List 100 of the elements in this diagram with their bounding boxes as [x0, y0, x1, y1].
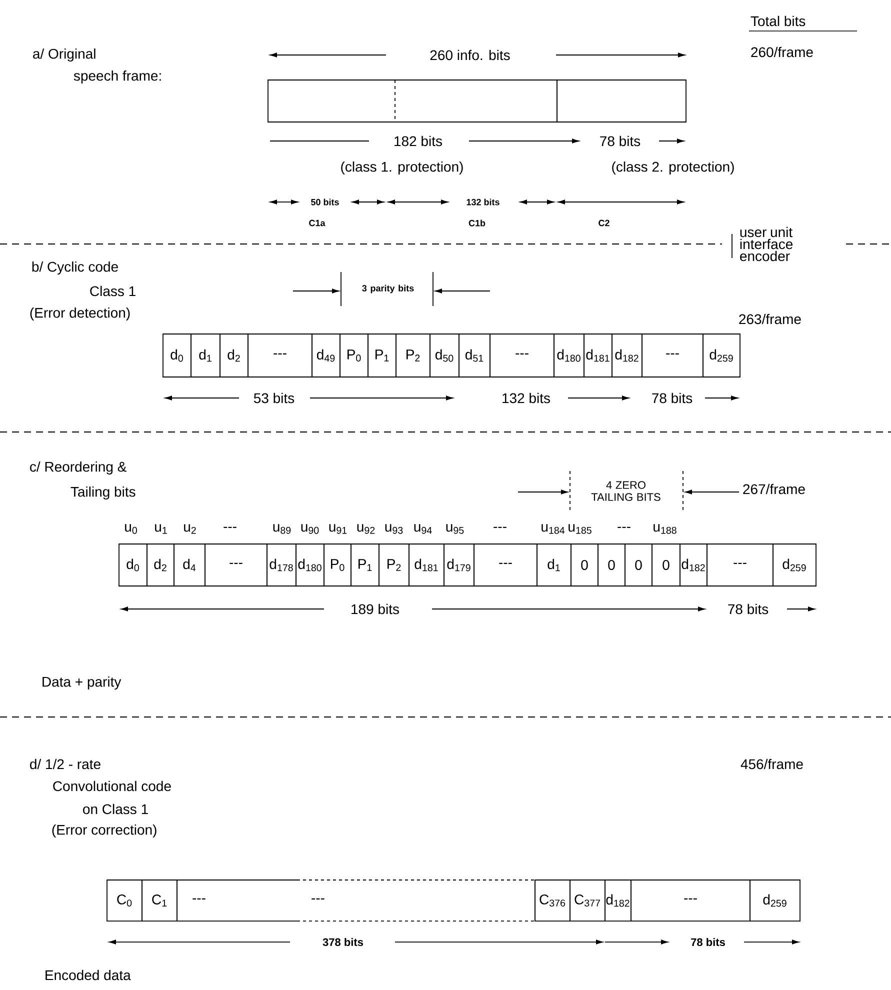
- dimension-label: 50 bits: [311, 198, 339, 206]
- bit-index-label: u$_{0}$: [125, 524, 137, 534]
- section-caption: Data + parity: [42, 676, 122, 690]
- bit-cell: d$_{2}$: [146, 544, 174, 586]
- class-label: C1b: [468, 220, 486, 226]
- frame-total: 267/frame: [743, 484, 805, 494]
- section-heading: Convolutional code: [53, 780, 171, 792]
- bit-cell: 0: [624, 544, 652, 586]
- bit-index-label: ---: [494, 526, 506, 528]
- bit-cell: d$_{259}$: [772, 544, 816, 586]
- bit-cell: d$_{180}$: [296, 544, 324, 586]
- bit-cell: 0: [598, 544, 626, 586]
- frame-segment: [268, 80, 396, 122]
- bit-cell: C$_{1}$: [142, 880, 178, 922]
- section-heading: (Error detection): [30, 307, 130, 321]
- dimension-label: 378 bits: [322, 938, 364, 946]
- bit-index-label: u$_{91}$: [329, 524, 347, 534]
- bit-cell: C$_{376}$: [534, 880, 570, 922]
- bit-index-label: u$_{188}$: [654, 524, 676, 534]
- bit-cell: d$_{259}$: [750, 880, 800, 922]
- section-heading: speech frame:: [74, 70, 161, 84]
- bit-index-label: ---: [618, 526, 630, 528]
- section-heading: on Class 1: [83, 804, 148, 814]
- dimension-label: 260 info. bits: [430, 50, 510, 60]
- dimension-label: 78 bits: [691, 938, 725, 946]
- bit-cell: d$_{51}$: [458, 334, 490, 378]
- dimension-label: 53 bits: [254, 392, 294, 404]
- bit-index-label: u$_{185}$: [568, 524, 592, 534]
- bit-index-label: u$_{93}$: [385, 524, 403, 534]
- dimension-label: 4 ZERO TAILING BITS: [591, 481, 660, 501]
- class-label: C2: [598, 220, 610, 226]
- bit-cell: d$_{259}$: [702, 334, 740, 378]
- bit-cell: ---: [474, 544, 538, 586]
- bit-index-label: u$_{89}$: [273, 524, 291, 534]
- bit-cell: ---: [630, 880, 750, 922]
- bit-cell: 0: [570, 544, 598, 586]
- bit-index-label: ---: [224, 526, 236, 528]
- section-heading: b/ Cyclic code: [32, 261, 118, 275]
- bit-index-label: u$_{1}$: [155, 524, 167, 534]
- section-heading: Tailing bits: [70, 486, 136, 500]
- bit-cell: ---: [248, 334, 312, 378]
- dimension-label: 182 bits: [394, 136, 442, 146]
- bit-cell: d$_{50}$: [430, 334, 460, 378]
- bit-cell: ---: [706, 544, 774, 586]
- bit-cell: --- ---: [176, 880, 536, 922]
- bit-index-label: u$_{94}$: [414, 524, 432, 534]
- bit-cell: d$_{1}$: [536, 544, 572, 586]
- dimension-label: 78 bits: [652, 392, 692, 404]
- bit-cell: d$_{0}$: [162, 334, 192, 378]
- bit-cell: C$_{377}$: [570, 880, 606, 922]
- bit-cell: P$_{0}$: [340, 334, 368, 378]
- bit-cell: ---: [642, 334, 704, 378]
- bit-cell: d$_{182}$: [604, 880, 632, 922]
- bit-cell: d$_{181}$: [584, 334, 612, 378]
- bit-cell: d$_{1}$: [190, 334, 220, 378]
- bit-cell: P$_{1}$: [368, 334, 396, 378]
- frame-segment: [394, 80, 558, 122]
- section-heading: a/ Original: [33, 48, 96, 62]
- dimension-label: 189 bits: [352, 604, 399, 614]
- dimension-label: 3 parity bits: [362, 284, 414, 294]
- section-heading: Class 1: [90, 286, 136, 296]
- bit-cell: ---: [490, 334, 554, 378]
- bit-cell: 0: [652, 544, 680, 586]
- bit-index-label: u$_{92}$: [357, 524, 375, 534]
- section-heading: (Error correction): [52, 824, 156, 838]
- column-heading: Total bits: [748, 16, 858, 32]
- bit-index-label: u$_{95}$: [446, 524, 464, 534]
- bit-cell: d$_{182}$: [680, 544, 708, 586]
- section-heading: d/ 1/2 - rate: [30, 758, 100, 770]
- bit-cell: d$_{2}$: [220, 334, 248, 378]
- bit-index-label: u$_{184}$: [542, 524, 565, 534]
- bit-cell: P$_{2}$: [378, 544, 410, 586]
- bit-cell: d$_{0}$: [118, 544, 148, 586]
- dimension-label: 78 bits: [728, 604, 768, 614]
- bit-cell: d$_{179}$: [444, 544, 474, 586]
- bit-cell: d$_{178}$: [266, 544, 296, 586]
- interface-label: user unit interface encoder: [740, 226, 793, 262]
- bit-cell: d$_{4}$: [174, 544, 206, 586]
- bit-cell: P$_{0}$: [324, 544, 352, 586]
- bit-cell: P$_{1}$: [350, 544, 380, 586]
- dimension-label: 78 bits: [600, 136, 640, 146]
- dimension-label: 132 bits: [502, 392, 550, 404]
- bit-cell: d$_{182}$: [612, 334, 642, 378]
- bit-cell: C$_{0}$: [106, 880, 142, 922]
- bit-cell: d$_{181}$: [408, 544, 444, 586]
- section-caption: Encoded data: [46, 970, 131, 980]
- class-label: (class 2. protection): [612, 161, 734, 175]
- bit-cell: d$_{180}$: [554, 334, 584, 378]
- class-label: (class 1. protection): [341, 161, 463, 175]
- frame-total: 263/frame: [739, 314, 801, 324]
- class-label: C1a: [309, 220, 326, 226]
- bit-cell: P$_{2}$: [396, 334, 430, 378]
- bit-index-label: u$_{90}$: [301, 524, 319, 534]
- frame-segment: [556, 80, 686, 122]
- frame-total: 456/frame: [740, 758, 803, 770]
- bit-index-label: u$_{2}$: [184, 524, 196, 534]
- dimension-label: 132 bits: [466, 198, 500, 206]
- bit-cell: d$_{49}$: [312, 334, 340, 378]
- section-heading: c/ Reordering &: [30, 461, 126, 475]
- frame-total: 260/frame: [751, 46, 813, 58]
